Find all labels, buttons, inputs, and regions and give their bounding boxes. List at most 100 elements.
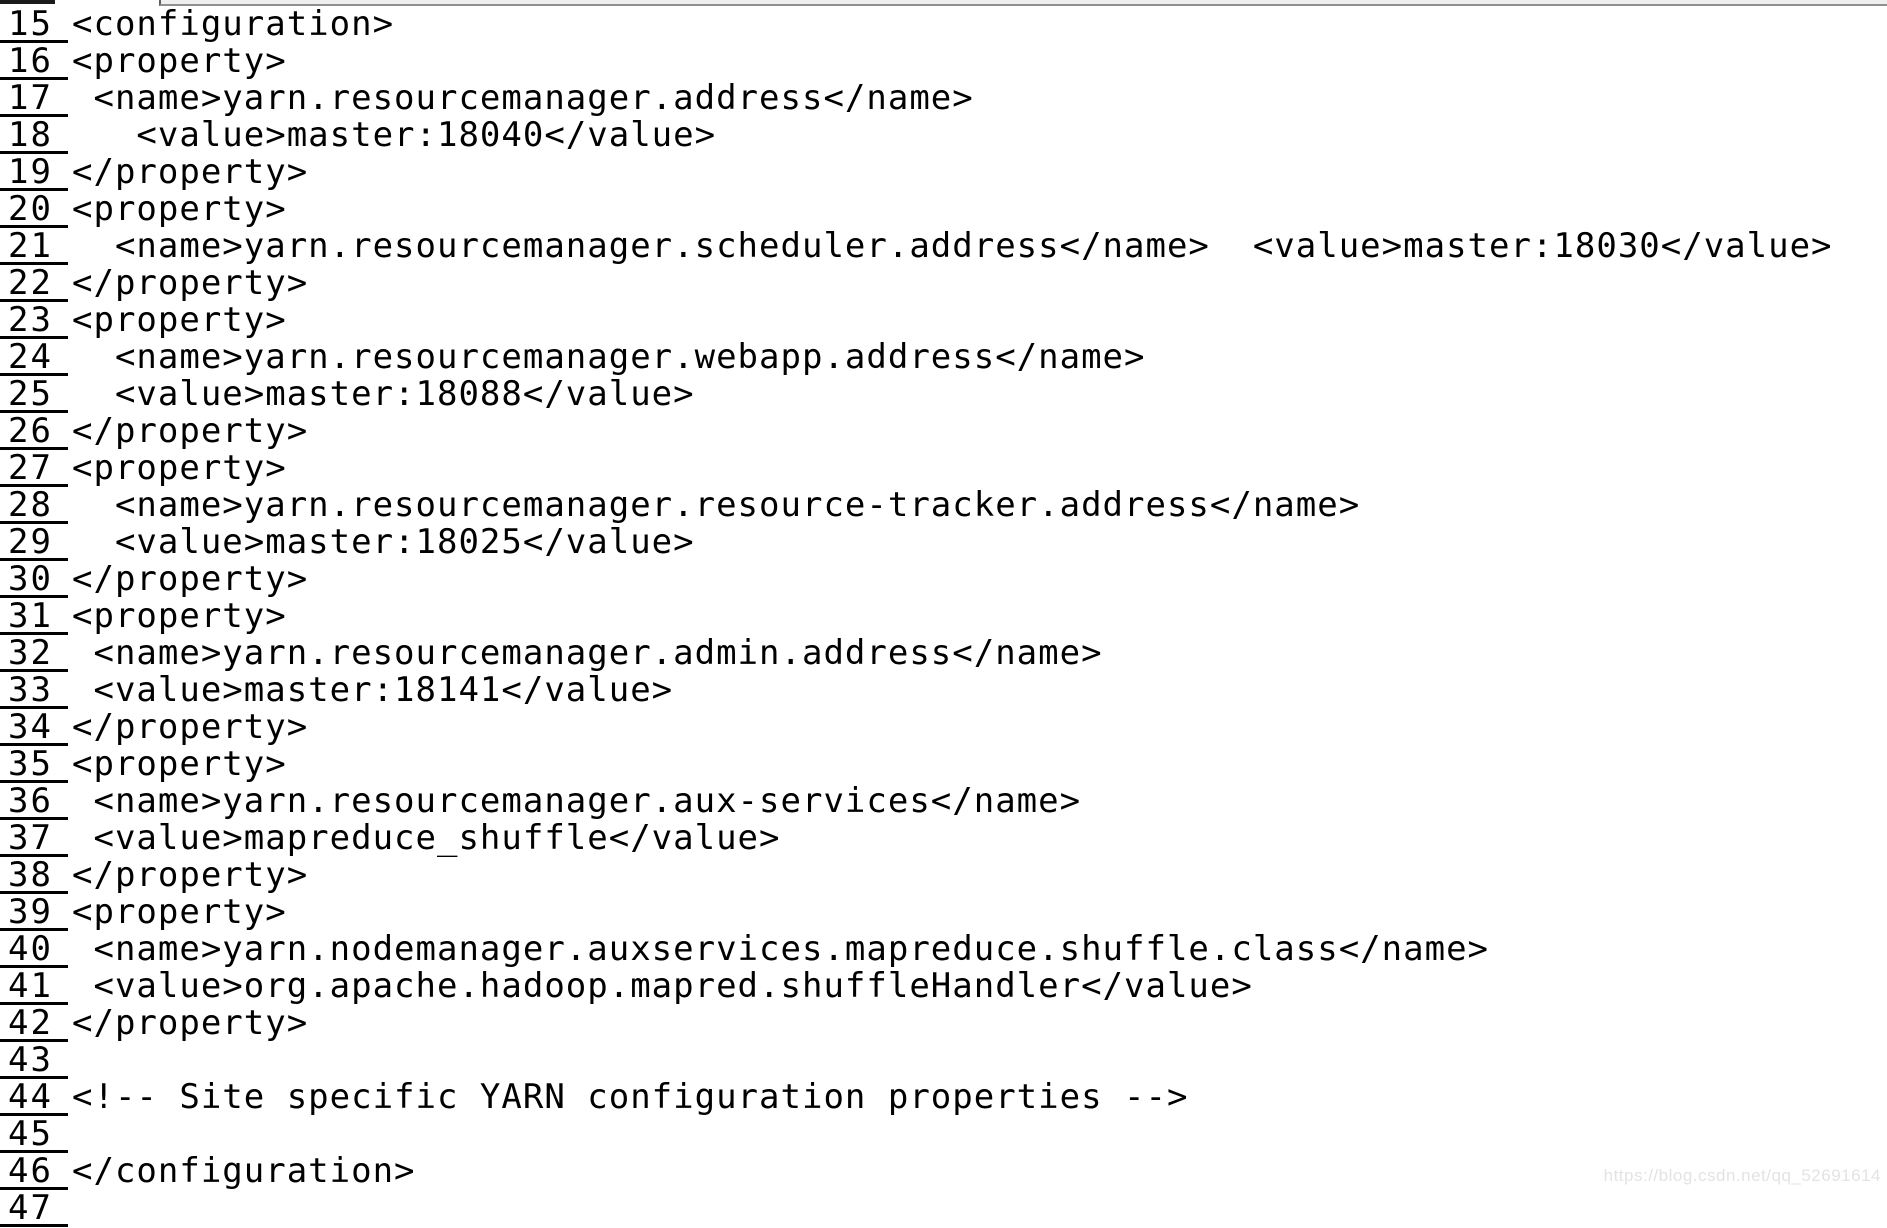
code-line: 42 </property> xyxy=(0,1005,1887,1042)
code-line: 46 </configuration> xyxy=(0,1153,1887,1190)
code-line: 31 <property> xyxy=(0,598,1887,635)
code-text xyxy=(68,1042,72,1079)
line-number-link[interactable]: 31 xyxy=(0,598,68,635)
code-text: <value>org.apache.hadoop.mapred.shuffleH… xyxy=(72,966,1253,1006)
code-line: 39 <property> xyxy=(0,894,1887,931)
code-line: 26 </property> xyxy=(0,413,1887,450)
code-line: 22 </property> xyxy=(0,265,1887,302)
code-line: 16 <property> xyxy=(0,43,1887,80)
code-line: 15 <configuration> xyxy=(0,6,1887,43)
code-line: 44 <!-- Site specific YARN configuration… xyxy=(0,1079,1887,1116)
line-number-link[interactable]: 39 xyxy=(0,894,68,931)
line-number-link[interactable]: 20 xyxy=(0,191,68,228)
code-line: 29 <value>master:18025</value> xyxy=(0,524,1887,561)
code-text: <property> xyxy=(72,744,287,784)
code-text: </property> xyxy=(72,411,309,451)
code-text: <name>yarn.resourcemanager.resource-trac… xyxy=(72,485,1361,525)
code-text: <name>yarn.resourcemanager.address</name… xyxy=(72,78,974,118)
code-text: <name>yarn.nodemanager.auxservices.mapre… xyxy=(72,929,1490,969)
code-line: 23 <property> xyxy=(0,302,1887,339)
code-line: 38 </property> xyxy=(0,857,1887,894)
line-number-link[interactable]: 24 xyxy=(0,339,68,376)
line-number-link[interactable]: 36 xyxy=(0,783,68,820)
code-line: 19 </property> xyxy=(0,154,1887,191)
code-line: 47 xyxy=(0,1190,1887,1227)
code-text: <value>master:18040</value> xyxy=(72,115,717,155)
line-number-link[interactable]: 19 xyxy=(0,154,68,191)
code-line: 32 <name>yarn.resourcemanager.admin.addr… xyxy=(0,635,1887,672)
code-line: 45 xyxy=(0,1116,1887,1153)
code-line: 34 </property> xyxy=(0,709,1887,746)
line-number-link[interactable]: 42 xyxy=(0,1005,68,1042)
code-text: <name>yarn.resourcemanager.scheduler.add… xyxy=(72,226,1833,266)
code-viewer: 15 <configuration> 16 <property> 17 <nam… xyxy=(0,6,1887,1227)
code-text: </property> xyxy=(72,707,309,747)
window-edge-toolbar-strip xyxy=(159,0,1887,6)
code-text: <name>yarn.resourcemanager.admin.address… xyxy=(72,633,1103,673)
code-line: 41 <value>org.apache.hadoop.mapred.shuff… xyxy=(0,968,1887,1005)
line-number-link[interactable]: 25 xyxy=(0,376,68,413)
line-number-link[interactable]: 27 xyxy=(0,450,68,487)
code-text: <property> xyxy=(72,189,287,229)
line-number-link[interactable]: 46 xyxy=(0,1153,68,1190)
code-text xyxy=(68,1190,72,1227)
code-text: <value>mapreduce_shuffle</value> xyxy=(72,818,781,858)
watermark: https://blog.csdn.net/qq_52691614 xyxy=(1603,1166,1881,1185)
code-text: <property> xyxy=(72,596,287,636)
line-number-link[interactable]: 33 xyxy=(0,672,68,709)
code-text: </property> xyxy=(72,152,309,192)
line-number-link[interactable]: 35 xyxy=(0,746,68,783)
code-text: <property> xyxy=(72,448,287,488)
line-number-link[interactable]: 43 xyxy=(0,1042,68,1079)
line-number-link[interactable]: 37 xyxy=(0,820,68,857)
line-number-link[interactable]: 17 xyxy=(0,80,68,117)
line-number-link[interactable]: 26 xyxy=(0,413,68,450)
line-number-link[interactable]: 18 xyxy=(0,117,68,154)
line-number-link[interactable]: 16 xyxy=(0,43,68,80)
line-number-link[interactable]: 40 xyxy=(0,931,68,968)
line-number-link[interactable]: 47 xyxy=(0,1190,68,1227)
line-number-link[interactable]: 21 xyxy=(0,228,68,265)
code-text: <property> xyxy=(72,892,287,932)
code-line: 17 <name>yarn.resourcemanager.address</n… xyxy=(0,80,1887,117)
code-line: 27 <property> xyxy=(0,450,1887,487)
line-number-link[interactable]: 30 xyxy=(0,561,68,598)
line-number-link[interactable]: 23 xyxy=(0,302,68,339)
code-line: 33 <value>master:18141</value> xyxy=(0,672,1887,709)
line-number-link[interactable]: 34 xyxy=(0,709,68,746)
window-edge-dark-segment xyxy=(0,0,55,4)
code-line: 37 <value>mapreduce_shuffle</value> xyxy=(0,820,1887,857)
line-number-link[interactable]: 38 xyxy=(0,857,68,894)
code-text: <property> xyxy=(72,300,287,340)
line-number-link[interactable]: 41 xyxy=(0,968,68,1005)
code-line: 25 <value>master:18088</value> xyxy=(0,376,1887,413)
code-text: </property> xyxy=(72,559,309,599)
code-line: 20 <property> xyxy=(0,191,1887,228)
code-text: <name>yarn.resourcemanager.webapp.addres… xyxy=(72,337,1146,377)
code-text: <name>yarn.resourcemanager.aux-services<… xyxy=(72,781,1082,821)
line-number-link[interactable]: 15 xyxy=(0,6,68,43)
line-number-link[interactable]: 32 xyxy=(0,635,68,672)
code-text: <value>master:18141</value> xyxy=(72,670,674,710)
code-text: <!-- Site specific YARN configuration pr… xyxy=(72,1077,1189,1117)
code-text: <configuration> xyxy=(72,4,395,44)
code-line: 35 <property> xyxy=(0,746,1887,783)
code-line: 18 <value>master:18040</value> xyxy=(0,117,1887,154)
code-text: <property> xyxy=(72,41,287,81)
line-number-link[interactable]: 45 xyxy=(0,1116,68,1153)
line-number-link[interactable]: 22 xyxy=(0,265,68,302)
code-text: </configuration> xyxy=(72,1151,416,1191)
code-line: 30 </property> xyxy=(0,561,1887,598)
code-text: </property> xyxy=(72,1003,309,1043)
code-line: 24 <name>yarn.resourcemanager.webapp.add… xyxy=(0,339,1887,376)
line-number-link[interactable]: 44 xyxy=(0,1079,68,1116)
line-number-link[interactable]: 29 xyxy=(0,524,68,561)
window-top-edge xyxy=(0,0,1887,6)
code-text: </property> xyxy=(72,263,309,303)
code-line: 43 xyxy=(0,1042,1887,1079)
code-text: <value>master:18088</value> xyxy=(72,374,695,414)
code-text xyxy=(68,1116,72,1153)
code-line: 36 <name>yarn.resourcemanager.aux-servic… xyxy=(0,783,1887,820)
line-number-link[interactable]: 28 xyxy=(0,487,68,524)
code-line: 28 <name>yarn.resourcemanager.resource-t… xyxy=(0,487,1887,524)
